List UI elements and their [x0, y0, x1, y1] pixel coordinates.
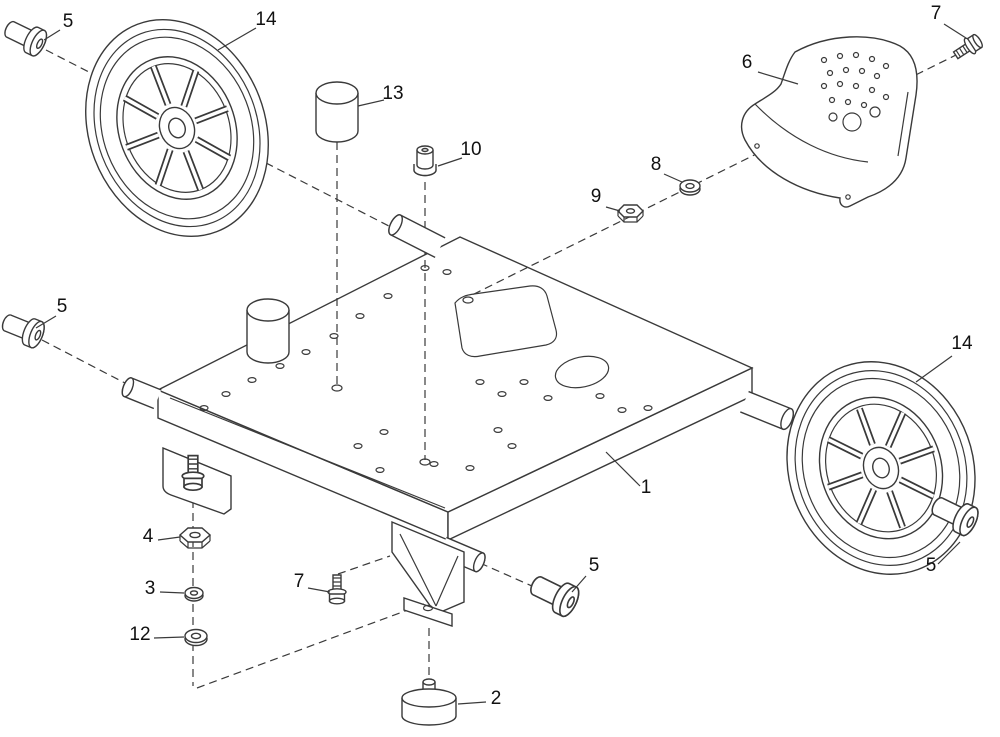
bottom-gusset-bracket	[391, 520, 465, 627]
callout-5-left: 5	[57, 296, 68, 317]
callout-13: 13	[382, 83, 403, 104]
callout-12: 12	[129, 624, 150, 645]
wheel-left	[85, 18, 269, 238]
callout-1: 1	[641, 477, 652, 498]
callout-5-bottom-center: 5	[589, 555, 600, 576]
flanged-nut-10	[413, 145, 437, 177]
callout-4: 4	[143, 526, 154, 547]
callout-7-bottom: 7	[294, 571, 305, 592]
callout-9: 9	[591, 186, 602, 207]
bracket-holes	[754, 51, 890, 200]
callout-2: 2	[491, 688, 502, 709]
wheel-right	[786, 361, 976, 575]
callout-14-top-left: 14	[255, 9, 277, 30]
axle-stub-right	[740, 390, 794, 431]
callout-5-right: 5	[926, 555, 937, 576]
callout-3: 3	[145, 578, 156, 599]
bolt-7-bottom	[327, 574, 347, 605]
hub-bolt-5-bottom-center	[524, 568, 584, 620]
hex-nut-9	[617, 204, 644, 223]
callout-6: 6	[742, 52, 753, 73]
hub-bolt-5-left	[0, 307, 48, 351]
callout-7-top-right: 7	[931, 3, 942, 24]
washer-12	[184, 628, 208, 647]
hex-nut-4	[178, 527, 212, 549]
axle-stub-top	[388, 214, 446, 259]
callout-leader-lines	[35, 23, 967, 705]
washer-3	[184, 586, 204, 602]
curved-bracket-plate	[740, 36, 918, 208]
washer-8	[679, 179, 701, 196]
plate-post	[246, 298, 290, 364]
rubber-foot-2	[401, 678, 457, 726]
axle-stub-left	[121, 377, 162, 410]
plate-holes	[199, 265, 653, 474]
callout-5-top-left: 5	[63, 11, 74, 32]
hub-bolt-5-top-left	[0, 14, 51, 59]
callout-14-right: 14	[951, 333, 973, 354]
base-plate	[156, 236, 754, 542]
spacer-cylinder-13	[315, 81, 359, 143]
callout-8: 8	[651, 154, 662, 175]
bolt-7-top-right	[950, 31, 986, 64]
callout-10: 10	[460, 139, 481, 160]
